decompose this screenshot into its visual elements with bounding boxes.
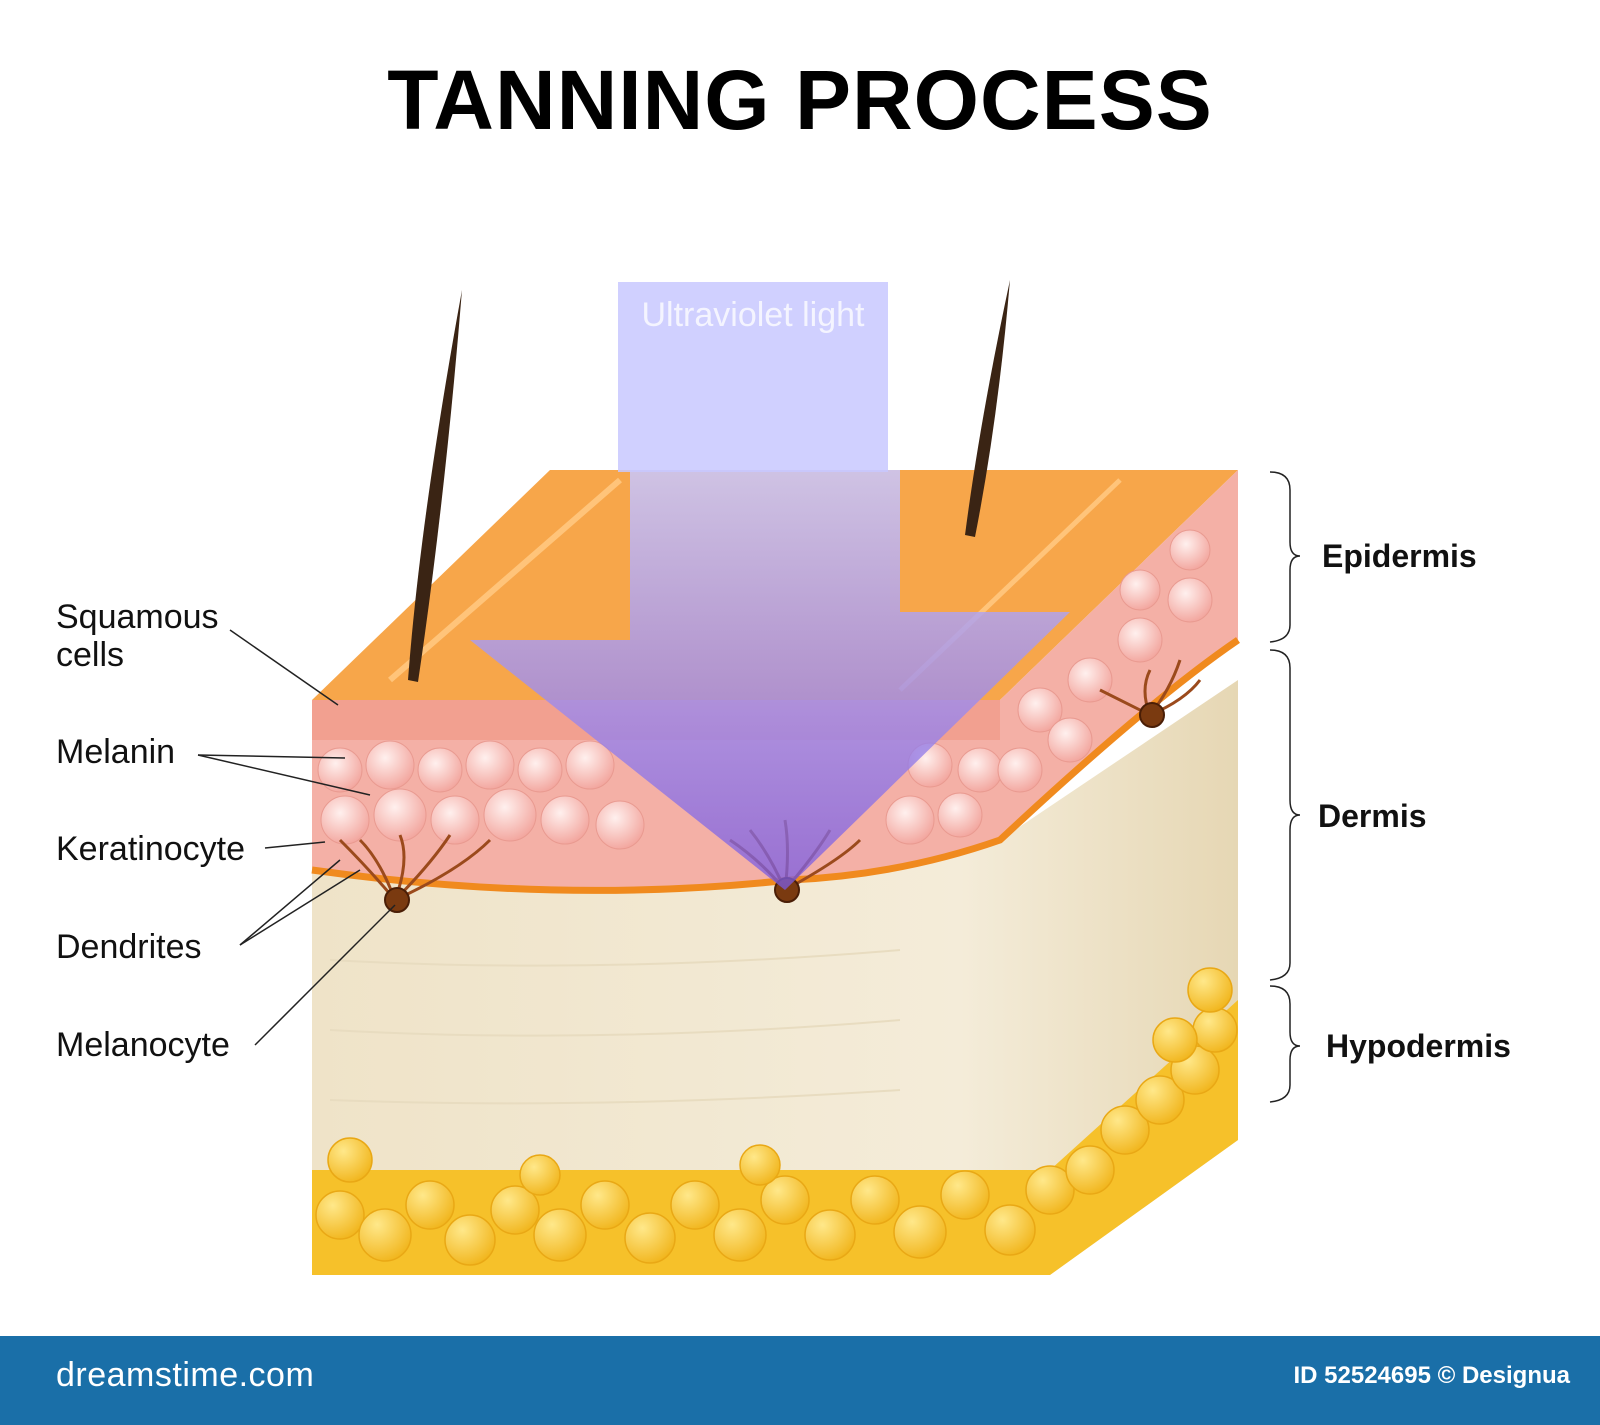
region-braces — [1269, 471, 1301, 1103]
footer-id: ID 52524695 © Designua — [1293, 1362, 1571, 1389]
page-title: TANNING PROCESS — [387, 53, 1213, 147]
hair-right — [965, 280, 1010, 537]
skin-diagram — [197, 280, 1301, 1275]
epidermis-layer — [311, 470, 1240, 894]
fat-layer — [312, 967, 1238, 1275]
uv-arrow — [470, 282, 1070, 890]
label-dendrites: Dendrites — [56, 928, 202, 966]
leader-lines — [197, 629, 396, 1046]
label-squamous: Squamous cells — [56, 598, 219, 674]
dermis-block — [312, 680, 1238, 1275]
region-hypodermis: Hypodermis — [1326, 1028, 1511, 1064]
label-melanin: Melanin — [56, 733, 176, 771]
footer-logo[interactable]: dreamstime.com — [56, 1356, 315, 1394]
uv-label: Ultraviolet light — [641, 296, 865, 334]
label-melanocyte: Melanocyte — [56, 1026, 230, 1064]
label-keratinocyte: Keratinocyte — [56, 830, 245, 868]
footer-bar: dreamstime.com ID 52524695 © Designua — [0, 1336, 1600, 1425]
region-epidermis: Epidermis — [1322, 538, 1477, 574]
region-dermis: Dermis — [1318, 798, 1427, 834]
hair-left — [408, 290, 462, 682]
